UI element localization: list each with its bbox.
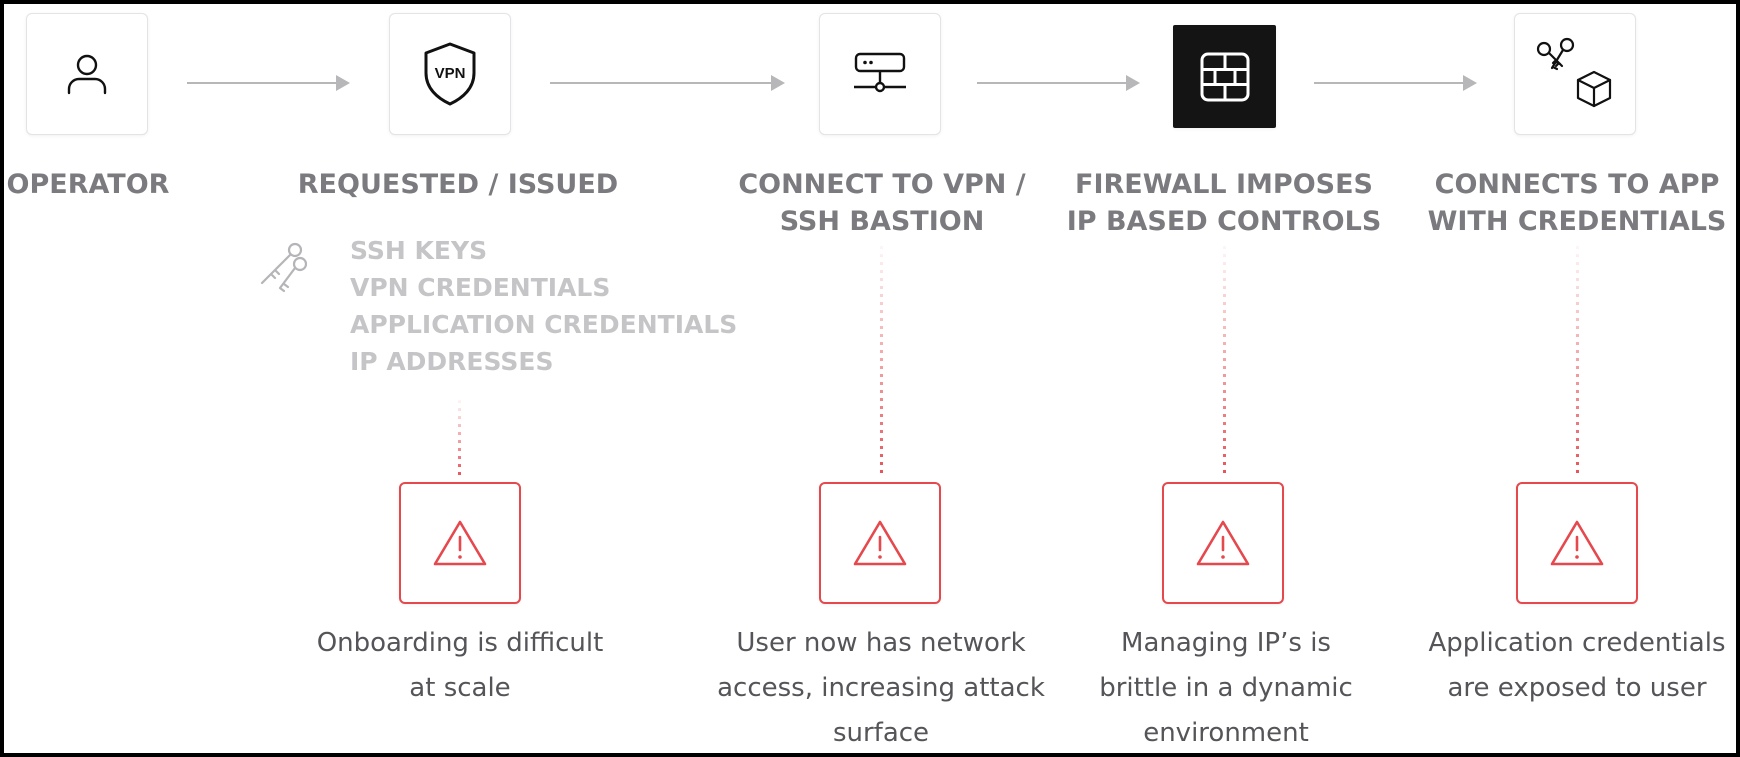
user-icon (67, 54, 107, 95)
warning-box (399, 482, 521, 604)
warning-icon (1550, 520, 1604, 566)
step-title: OPERATOR (6, 169, 170, 200)
firewall-box (1173, 25, 1276, 128)
warning-text: at scale (409, 673, 511, 703)
warning-text: surface (832, 718, 930, 748)
step-title: CONNECT TO VPN / (738, 169, 1026, 200)
step-title: SSH BASTION (779, 206, 985, 237)
connect-app-box (1514, 13, 1636, 135)
warning-icon (433, 520, 487, 566)
vpn-shield-icon: VPN (424, 42, 476, 106)
step-title: FIREWALL IMPOSES (1075, 169, 1373, 200)
credential-item: VPN CREDENTIALS (350, 273, 611, 302)
warning-box (1162, 482, 1284, 604)
server-icon (854, 52, 906, 93)
vpn-bastion-box (819, 13, 941, 135)
flow-arrow (977, 75, 1140, 91)
warning-text: User now has network (736, 628, 1026, 658)
warning-text: are exposed to user (1447, 673, 1707, 703)
firewall-icon (1200, 52, 1249, 101)
warning-text: brittle in a dynamic (1099, 673, 1353, 703)
warning-text: access, increasing attack (717, 673, 1045, 703)
warning-text: Managing IP’s is (1121, 628, 1331, 658)
warning-icon (853, 520, 907, 566)
flow-arrow (550, 75, 785, 91)
svg-text:VPN: VPN (435, 65, 466, 82)
step-title: IP BASED CONTROLS (1066, 206, 1382, 237)
warning-text: environment (1143, 718, 1309, 748)
dotted-connector (1223, 246, 1226, 478)
flow-arrow (187, 75, 350, 91)
step-title: REQUESTED / ISSUED (297, 169, 619, 200)
credential-item: APPLICATION CREDENTIALS (350, 310, 738, 339)
dotted-connector (1576, 246, 1579, 478)
flow-arrow (1314, 75, 1477, 91)
warning-icon (1196, 520, 1250, 566)
warning-box (819, 482, 941, 604)
keys-app-icon (1536, 37, 1612, 108)
dotted-connector (458, 400, 461, 478)
step-title: CONNECTS TO APP (1434, 169, 1720, 200)
operator-box (26, 13, 148, 135)
step-title: WITH CREDENTIALS (1427, 206, 1727, 237)
warning-text: Onboarding is difficult (316, 628, 604, 658)
credential-item: IP ADDRESSES (350, 347, 554, 376)
requested-issued-box: VPN (389, 13, 511, 135)
keys-icon (260, 242, 308, 293)
dotted-connector (880, 246, 883, 478)
warning-box (1516, 482, 1638, 604)
credential-item: SSH KEYS (350, 236, 488, 265)
warning-text: Application credentials (1428, 628, 1726, 658)
